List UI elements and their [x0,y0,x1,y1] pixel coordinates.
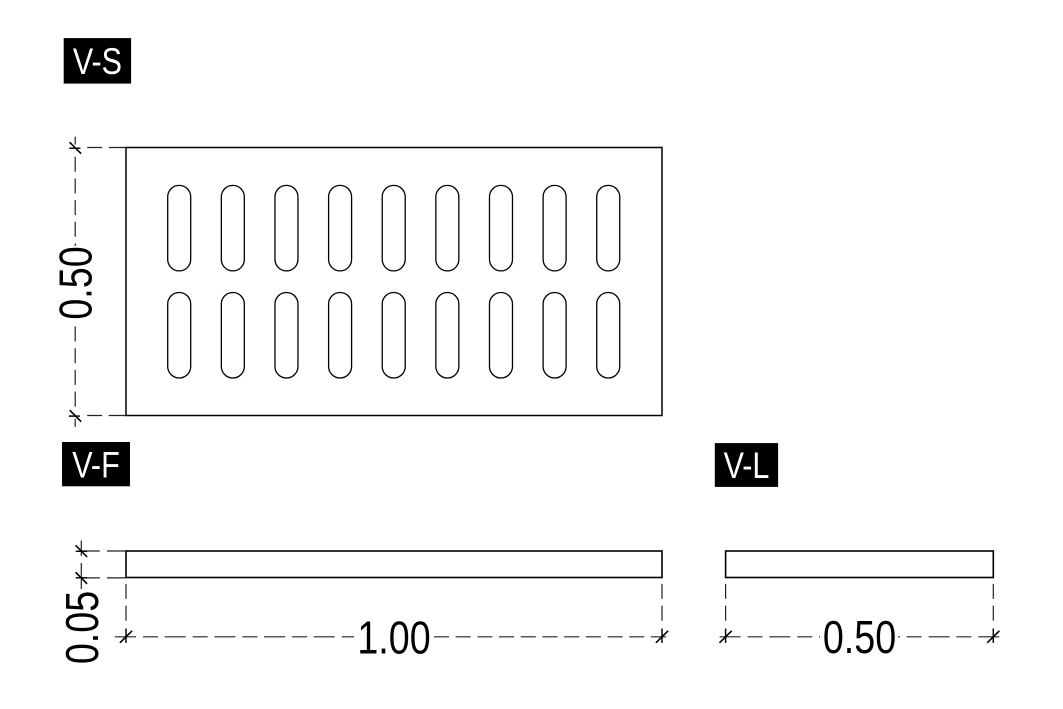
svg-text:V-L: V-L [724,445,770,487]
svg-text:0.50: 0.50 [50,246,102,319]
svg-text:0.05: 0.05 [56,591,108,664]
svg-text:V-S: V-S [73,41,122,83]
svg-text:1.00: 1.00 [357,612,430,664]
svg-text:0.50: 0.50 [823,611,896,663]
svg-text:V-F: V-F [72,445,119,487]
